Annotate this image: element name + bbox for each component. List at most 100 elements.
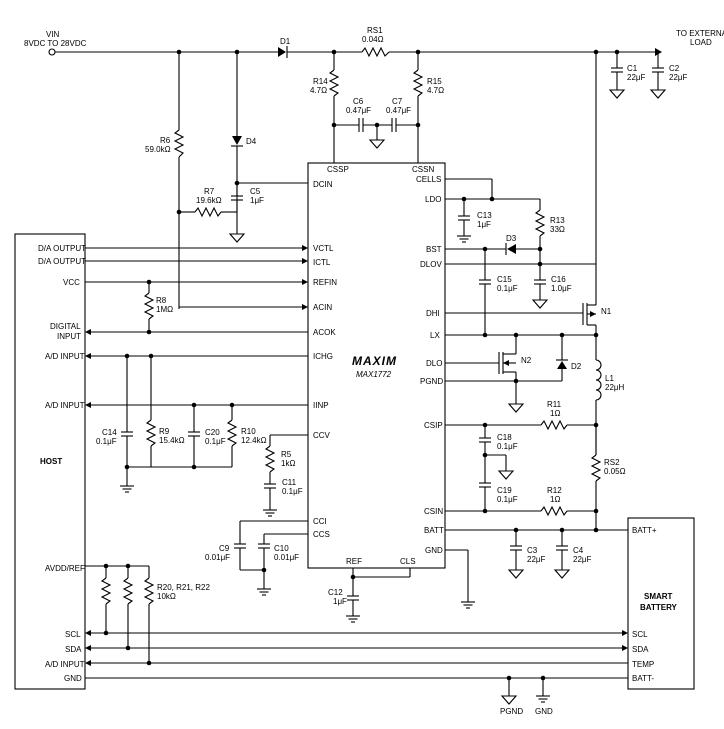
r7-label: R7 xyxy=(204,187,215,196)
c3-label: C3 xyxy=(527,546,538,555)
pin-cells: CELLS xyxy=(416,175,441,184)
host-ad-input-2: A/D INPUT xyxy=(45,401,85,410)
r11-resistor xyxy=(540,419,568,431)
c1-label: C1 xyxy=(627,64,638,73)
d4-label: D4 xyxy=(246,137,257,146)
host-sda: SDA xyxy=(65,645,82,654)
battery-pin-temp: TEMP xyxy=(632,660,654,669)
r15-resistor xyxy=(412,69,424,97)
c5-value: 1μF xyxy=(250,196,264,205)
r6-value: 59.0kΩ xyxy=(145,145,171,154)
rs2-label: RS2 xyxy=(604,458,620,467)
c12-label: C12 xyxy=(328,588,343,597)
host-vcc: VCC xyxy=(63,278,80,287)
l1-value: 22μH xyxy=(605,383,625,392)
r9-value: 15.4kΩ xyxy=(159,436,185,445)
vin-label: VIN xyxy=(46,30,60,39)
r14-value: 4.7Ω xyxy=(310,86,327,95)
c19-value: 0.1μF xyxy=(497,495,518,504)
c10-value: 0.01μF xyxy=(274,553,299,562)
host-scl: SCL xyxy=(65,630,81,639)
d3-label: D3 xyxy=(506,234,517,243)
pin-cssn: CSSN xyxy=(412,165,434,174)
gnd-label: GND xyxy=(535,707,553,716)
output-label-1: TO EXTERNAL xyxy=(676,29,724,38)
r8-resistor xyxy=(143,292,155,320)
d1-diode xyxy=(278,47,286,57)
pin-cls: CLS xyxy=(400,557,416,566)
c11-value: 0.1μF xyxy=(282,487,303,496)
host-ad-input-1: A/D INPUT xyxy=(45,352,85,361)
r20-resistor xyxy=(100,577,112,605)
r11-label: R11 xyxy=(547,400,562,409)
c10-label: C10 xyxy=(274,544,289,553)
c2-label: C2 xyxy=(669,64,680,73)
n2-label: N2 xyxy=(521,356,532,365)
r8-value: 1MΩ xyxy=(156,305,173,314)
c13-value: 1μF xyxy=(477,220,491,229)
d2-label: D2 xyxy=(571,362,582,371)
host-digital: DIGITAL xyxy=(50,322,81,331)
r20-22-label: R20, R21, R22 xyxy=(157,583,210,592)
pin-ref: REF xyxy=(346,557,362,566)
battery-box xyxy=(627,517,695,690)
pin-dhi: DHI xyxy=(426,309,440,318)
pin-pgnd: PGND xyxy=(420,377,443,386)
r7-value: 19.6kΩ xyxy=(196,196,222,205)
c6-value: 0.47μF xyxy=(346,106,371,115)
r12-label: R12 xyxy=(547,486,562,495)
r10-label: R10 xyxy=(241,427,256,436)
host-da-output-1: D/A OUTPUT xyxy=(38,244,86,253)
pin-ldo: LDO xyxy=(425,195,441,204)
c11-label: C11 xyxy=(282,478,297,487)
l1-label: L1 xyxy=(605,374,614,383)
host-box xyxy=(14,233,86,690)
pin-acok: ACOK xyxy=(313,328,336,337)
r10-resistor xyxy=(226,419,238,447)
c15-label: C15 xyxy=(497,275,512,284)
pgnd-label: PGND xyxy=(500,707,523,716)
c4-value: 22μF xyxy=(573,555,592,564)
battery-pin-batt-minus: BATT- xyxy=(632,674,654,683)
c14-label: C14 xyxy=(102,428,117,437)
r13-label: R13 xyxy=(550,216,565,225)
c12-value: 1μF xyxy=(333,597,347,606)
pin-dlov: DLOV xyxy=(420,260,442,269)
c20-value: 0.1μF xyxy=(205,437,226,446)
battery-pin-scl: SCL xyxy=(632,630,648,639)
pin-dlo: DLO xyxy=(426,359,442,368)
pin-acin: ACIN xyxy=(313,303,332,312)
rs2-resistor xyxy=(590,454,602,482)
c13-label: C13 xyxy=(477,211,492,220)
pin-ictl: ICTL xyxy=(313,258,331,267)
rs1-resistor xyxy=(361,46,390,58)
r13-resistor xyxy=(534,209,546,237)
r22-resistor xyxy=(143,577,155,605)
host-ad-input-3: A/D INPUT xyxy=(45,660,85,669)
pin-ccs: CCS xyxy=(313,530,330,539)
pin-bst: BST xyxy=(426,245,442,254)
r12-value: 1Ω xyxy=(550,495,560,504)
d4-diode xyxy=(232,136,242,145)
pin-ccv: CCV xyxy=(313,431,331,440)
host-da-output-2: D/A OUTPUT xyxy=(38,257,86,266)
d2-diode xyxy=(557,361,567,369)
rs1-value: 0.04Ω xyxy=(362,35,384,44)
c16-label: C16 xyxy=(551,275,566,284)
c1-value: 22μF xyxy=(627,73,646,82)
pin-gnd: GND xyxy=(425,546,443,555)
l1-inductor xyxy=(595,359,602,401)
pin-cci: CCI xyxy=(313,517,327,526)
battery-title-1: SMART xyxy=(644,592,673,601)
r20-22-value: 10kΩ xyxy=(157,592,176,601)
pin-vctl: VCTL xyxy=(313,244,334,253)
ic-body xyxy=(307,162,446,569)
r6-label: R6 xyxy=(160,136,171,145)
r15-label: R15 xyxy=(427,77,442,86)
c9-label: C9 xyxy=(219,544,230,553)
r21-resistor xyxy=(122,577,134,605)
pin-cssp: CSSP xyxy=(327,165,349,174)
host-avdd-ref: AVDD/REF xyxy=(45,564,85,573)
c7-value: 0.47μF xyxy=(386,106,411,115)
host-title: HOST xyxy=(40,457,62,466)
